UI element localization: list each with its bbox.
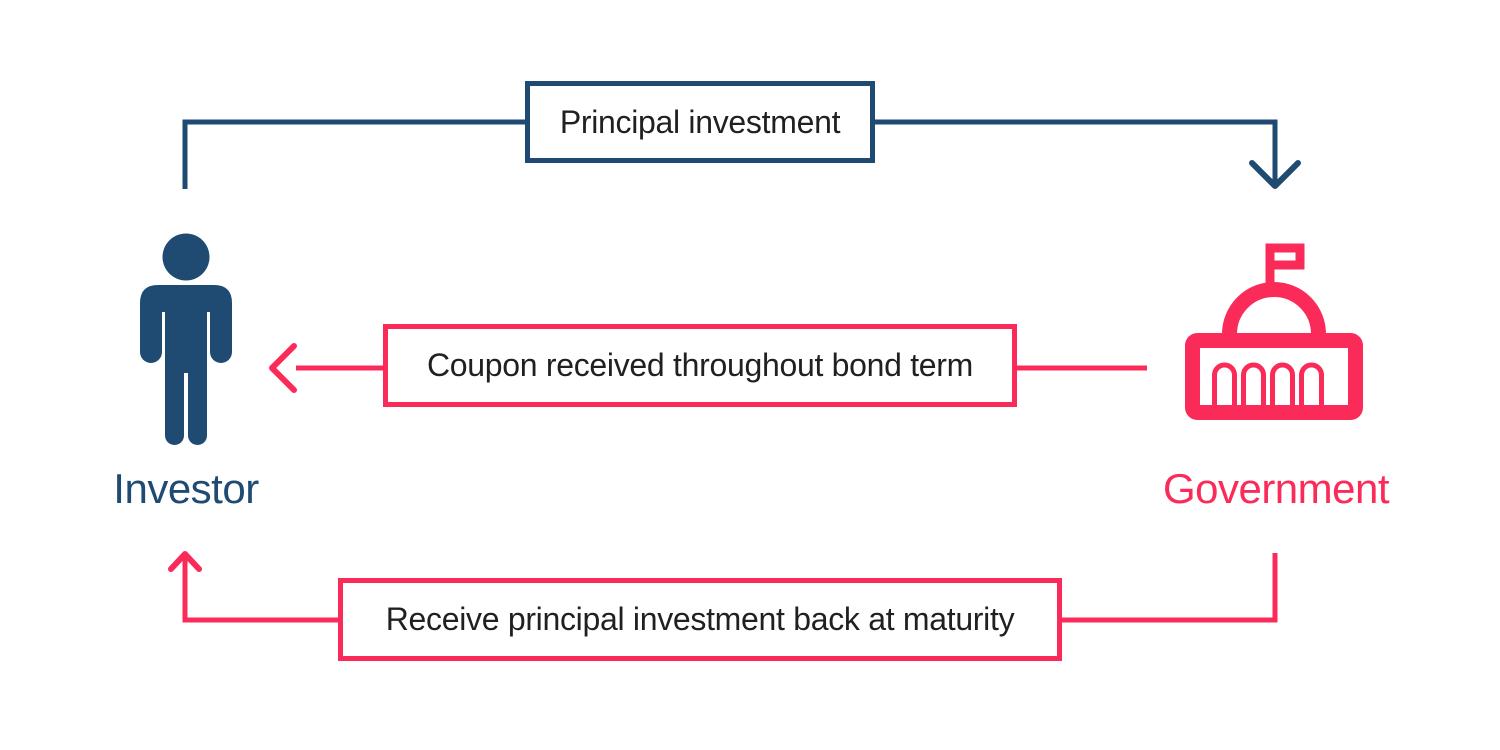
principal-investment-label: Principal investment — [559, 103, 841, 140]
person-icon — [140, 233, 232, 445]
chevron-up-arrowhead-icon — [168, 551, 202, 572]
chevron-left-arrowhead-icon — [269, 343, 297, 393]
maturity-flow-line-left — [182, 557, 338, 623]
principal-flow-line-right — [875, 119, 1278, 183]
coupon-received-label: Coupon received throughout bond term — [426, 347, 973, 383]
principal-back-maturity-label: Receive principal investment back at mat… — [385, 601, 1015, 637]
principal-investment-box: Principal investment — [525, 81, 875, 163]
coupon-received-box: Coupon received throughout bond term — [383, 324, 1017, 407]
government-building-icon — [1185, 243, 1363, 420]
principal-flow-line-left — [182, 119, 525, 189]
government-label: Government — [1162, 465, 1390, 512]
chevron-down-arrowhead-icon — [1249, 160, 1301, 189]
investor-label: Investor — [113, 465, 259, 512]
principal-back-maturity-box: Receive principal investment back at mat… — [338, 578, 1062, 661]
maturity-flow-line-right — [1062, 553, 1278, 623]
